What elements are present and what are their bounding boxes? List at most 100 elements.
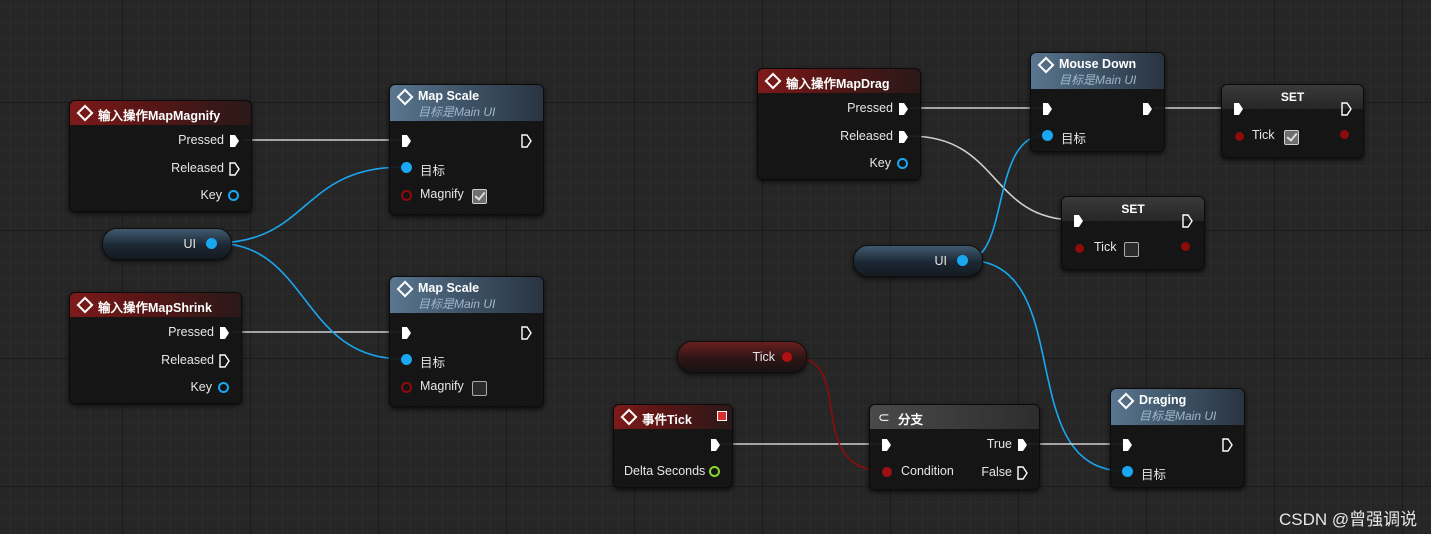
- tick-variable[interactable]: Tick: [677, 341, 807, 373]
- tick-checkbox[interactable]: [1124, 242, 1139, 257]
- tick-input-pin[interactable]: [1235, 132, 1244, 141]
- exec-out-pin[interactable]: [1341, 102, 1352, 116]
- tick-output-pin[interactable]: [1340, 130, 1349, 139]
- tick-output-pin[interactable]: [782, 352, 792, 362]
- pressed-exec-pin[interactable]: [219, 326, 230, 340]
- function-header: Draging 目标是Main UI: [1111, 389, 1244, 425]
- event-tick-node[interactable]: 事件Tick Delta Seconds: [613, 404, 733, 488]
- key-pin[interactable]: [897, 158, 908, 169]
- map-magnify-event-node[interactable]: 输入操作MapMagnify Pressed Released Key: [69, 100, 252, 212]
- node-title: 输入操作MapDrag: [786, 77, 890, 91]
- target-pin[interactable]: [1122, 466, 1133, 477]
- function-header: Map Scale 目标是Main UI: [390, 277, 543, 313]
- exec-out-pin[interactable]: [521, 326, 532, 340]
- released-exec-pin[interactable]: [229, 162, 240, 176]
- true-label: True: [986, 437, 1012, 451]
- magnify-pin[interactable]: [401, 190, 412, 201]
- exec-out-pin[interactable]: [1222, 438, 1233, 452]
- target-label: 目标: [1061, 132, 1087, 146]
- delta-seconds-pin[interactable]: [709, 466, 720, 477]
- pressed-label: Pressed: [178, 133, 224, 147]
- node-subtitle: 目标是Main UI: [1059, 73, 1137, 87]
- released-exec-pin[interactable]: [219, 354, 230, 368]
- exec-in-pin[interactable]: [401, 134, 412, 148]
- function-header: Mouse Down 目标是Main UI: [1031, 53, 1164, 89]
- node-subtitle: 目标是Main UI: [418, 105, 496, 119]
- variable-label: UI: [183, 237, 197, 251]
- node-title: 分支: [898, 413, 924, 427]
- set-tick-node-mid[interactable]: SET Tick: [1061, 196, 1205, 270]
- exec-in-pin[interactable]: [1042, 102, 1053, 116]
- map-scale-node-2[interactable]: Map Scale 目标是Main UI 目标 Magnify: [389, 276, 544, 407]
- released-label: Released: [161, 353, 214, 367]
- draging-node[interactable]: Draging 目标是Main UI 目标: [1110, 388, 1245, 488]
- exec-out-pin[interactable]: [710, 438, 721, 452]
- pressed-label: Pressed: [168, 325, 214, 339]
- exec-out-pin[interactable]: [1142, 102, 1153, 116]
- tick-input-pin[interactable]: [1075, 244, 1084, 253]
- tick-label: Tick: [1252, 128, 1275, 142]
- set-tick-node-top[interactable]: SET Tick: [1221, 84, 1364, 158]
- watermark: CSDN @曾强调说: [1279, 510, 1418, 529]
- event-diamond-icon: [764, 72, 782, 90]
- function-header: Map Scale 目标是Main UI: [390, 85, 543, 121]
- function-icon: [1037, 56, 1055, 74]
- node-title: 输入操作MapShrink: [98, 301, 212, 315]
- event-diamond-icon: [76, 296, 94, 314]
- target-label: 目标: [420, 164, 446, 178]
- node-title: Draging: [1139, 393, 1187, 407]
- ui-variable-left[interactable]: UI: [102, 228, 232, 260]
- magnify-label: Magnify: [420, 379, 464, 393]
- ui-output-pin[interactable]: [957, 255, 968, 266]
- exec-in-pin[interactable]: [1233, 102, 1244, 116]
- exec-in-pin[interactable]: [881, 438, 892, 452]
- set-header: SET: [1222, 85, 1363, 109]
- event-header: 输入操作MapMagnify: [70, 101, 251, 125]
- target-pin[interactable]: [401, 162, 412, 173]
- node-subtitle: 目标是Main UI: [1139, 409, 1217, 423]
- exec-out-pin[interactable]: [521, 134, 532, 148]
- exec-out-pin[interactable]: [1182, 214, 1193, 228]
- false-label: False: [981, 465, 1012, 479]
- branch-icon: ⊂: [878, 409, 890, 425]
- tick-checkbox[interactable]: [1284, 130, 1299, 145]
- map-shrink-event-node[interactable]: 输入操作MapShrink Pressed Released Key: [69, 292, 242, 404]
- exec-in-pin[interactable]: [1073, 214, 1084, 228]
- false-exec-pin[interactable]: [1017, 466, 1028, 480]
- key-pin[interactable]: [228, 190, 239, 201]
- magnify-pin[interactable]: [401, 382, 412, 393]
- pressed-exec-pin[interactable]: [898, 102, 909, 116]
- delta-seconds-label: Delta Seconds: [624, 464, 706, 478]
- tick-output-pin[interactable]: [1181, 242, 1190, 251]
- function-icon: [1117, 392, 1135, 410]
- ui-variable-right[interactable]: UI: [853, 245, 983, 277]
- variable-label: UI: [934, 254, 948, 268]
- map-scale-node-1[interactable]: Map Scale 目标是Main UI 目标 Magnify: [389, 84, 544, 215]
- true-exec-pin[interactable]: [1017, 438, 1028, 452]
- key-label: Key: [190, 380, 212, 394]
- node-title: SET: [1280, 90, 1305, 104]
- condition-label: Condition: [901, 464, 954, 478]
- branch-header: ⊂ 分支: [870, 405, 1039, 429]
- set-header: SET: [1062, 197, 1204, 221]
- released-exec-pin[interactable]: [898, 130, 909, 144]
- stop-icon: [717, 411, 727, 421]
- node-title: Mouse Down: [1059, 57, 1137, 71]
- event-header: 输入操作MapDrag: [758, 69, 920, 93]
- ui-output-pin[interactable]: [206, 238, 217, 249]
- mouse-down-node[interactable]: Mouse Down 目标是Main UI 目标: [1030, 52, 1165, 152]
- pressed-exec-pin[interactable]: [229, 134, 240, 148]
- condition-pin[interactable]: [882, 467, 892, 477]
- target-label: 目标: [1141, 468, 1167, 482]
- tick-label: Tick: [1094, 240, 1117, 254]
- target-pin[interactable]: [401, 354, 412, 365]
- branch-node[interactable]: ⊂ 分支 True Condition False: [869, 404, 1040, 490]
- key-label: Key: [869, 156, 891, 170]
- exec-in-pin[interactable]: [401, 326, 412, 340]
- target-pin[interactable]: [1042, 130, 1053, 141]
- key-pin[interactable]: [218, 382, 229, 393]
- exec-in-pin[interactable]: [1122, 438, 1133, 452]
- magnify-checkbox[interactable]: [472, 189, 487, 204]
- map-drag-event-node[interactable]: 输入操作MapDrag Pressed Released Key: [757, 68, 921, 180]
- magnify-checkbox[interactable]: [472, 381, 487, 396]
